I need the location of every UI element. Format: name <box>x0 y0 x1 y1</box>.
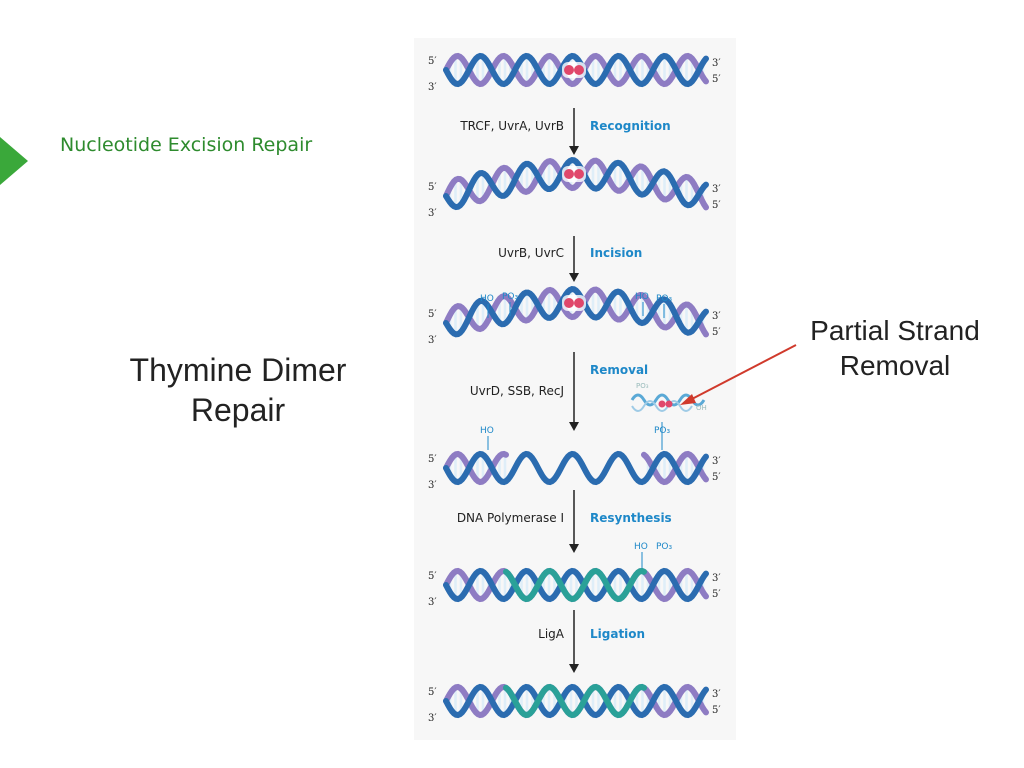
strand-end-label: 5′ <box>428 56 437 67</box>
slide-title: Nucleotide Excision Repair <box>60 134 313 156</box>
strand-end-label: 3′ <box>712 58 721 69</box>
dna-helix <box>443 157 709 211</box>
step-enzymes: LigA <box>538 627 565 641</box>
strand-end-label: 5′ <box>428 454 437 465</box>
strand-end-label: 5′ <box>712 74 721 85</box>
dna-helix <box>443 683 709 719</box>
strand-end-label: 3′ <box>712 689 721 700</box>
step-arrow <box>569 610 579 673</box>
ho-label: HO <box>480 294 494 304</box>
po3-label: PO₃ <box>502 292 519 302</box>
strand-end-label: 5′ <box>428 182 437 193</box>
po3-label: PO₃ <box>656 294 673 304</box>
strand-end-label: 5′ <box>712 200 721 211</box>
strand-end-label: 5′ <box>428 571 437 582</box>
strand-end-label: 3′ <box>428 597 437 608</box>
ho-label: HO <box>480 426 494 436</box>
step-label: Recognition <box>590 119 671 133</box>
strand-end-label: 5′ <box>712 327 721 338</box>
strand-end-label: 3′ <box>712 184 721 195</box>
dna-helix <box>443 52 709 88</box>
bullet-arrow-icon <box>0 137 28 185</box>
step-label: Incision <box>590 246 642 260</box>
strand-end-label: 3′ <box>428 82 437 93</box>
strand-end-label: 3′ <box>712 311 721 322</box>
ner-diagram: 5′ 3′ 3′ 5′ 5′ 3′ 3′ 5′ 5′ 3′ 3′ 5′ 5′ 3′ 3′ 5′ 5′ 3′ 3′ 5′… <box>414 38 736 740</box>
dna-helix <box>443 567 709 603</box>
thymine-dimer-caption: Thymine Dimer Repair <box>129 352 347 428</box>
thymine-dimer <box>564 65 574 75</box>
step-arrow <box>569 236 579 282</box>
ho-label: HO <box>634 542 648 552</box>
strand-end-label: 3′ <box>712 456 721 467</box>
partial-strand-caption: Partial Strand Removal <box>810 315 980 381</box>
process-arrows <box>569 108 579 673</box>
strand-end-label: 5′ <box>712 705 721 716</box>
step-enzymes: DNA Polymerase I <box>457 511 564 525</box>
step-enzymes: UvrD, SSB, RecJ <box>470 384 564 398</box>
step-enzymes: UvrB, UvrC <box>498 246 564 260</box>
oh-label: OH <box>696 404 707 412</box>
step-arrow <box>569 108 579 155</box>
strand-end-label: 3′ <box>428 335 437 346</box>
thymine-dimer <box>564 169 574 180</box>
step-arrow <box>569 490 579 553</box>
strand-end-label: 3′ <box>428 480 437 491</box>
dna-helix <box>443 450 709 486</box>
strand-end-label: 5′ <box>428 687 437 698</box>
step-arrow <box>569 352 579 431</box>
thymine-dimer <box>564 298 574 309</box>
step-label: Removal <box>590 363 648 377</box>
strand-end-label: 3′ <box>428 713 437 724</box>
strand-end-label: 5′ <box>712 472 721 483</box>
step-enzymes: TRCF, UvrA, UvrB <box>459 119 564 133</box>
step-label: Ligation <box>590 627 645 641</box>
strand-end-label: 3′ <box>428 208 437 219</box>
ho-label: HO <box>635 292 649 302</box>
po3-label: PO₃ <box>636 382 649 390</box>
strand-end-label: 5′ <box>428 309 437 320</box>
strand-end-label: 5′ <box>712 589 721 600</box>
chem-labels: HO PO₃ HO PO₃ HO PO₃ HO PO₃ <box>480 292 673 568</box>
dna-helix <box>443 286 709 338</box>
po3-label: PO₃ <box>656 542 673 552</box>
strand-end-label: 3′ <box>712 573 721 584</box>
step-label: Resynthesis <box>590 511 672 525</box>
